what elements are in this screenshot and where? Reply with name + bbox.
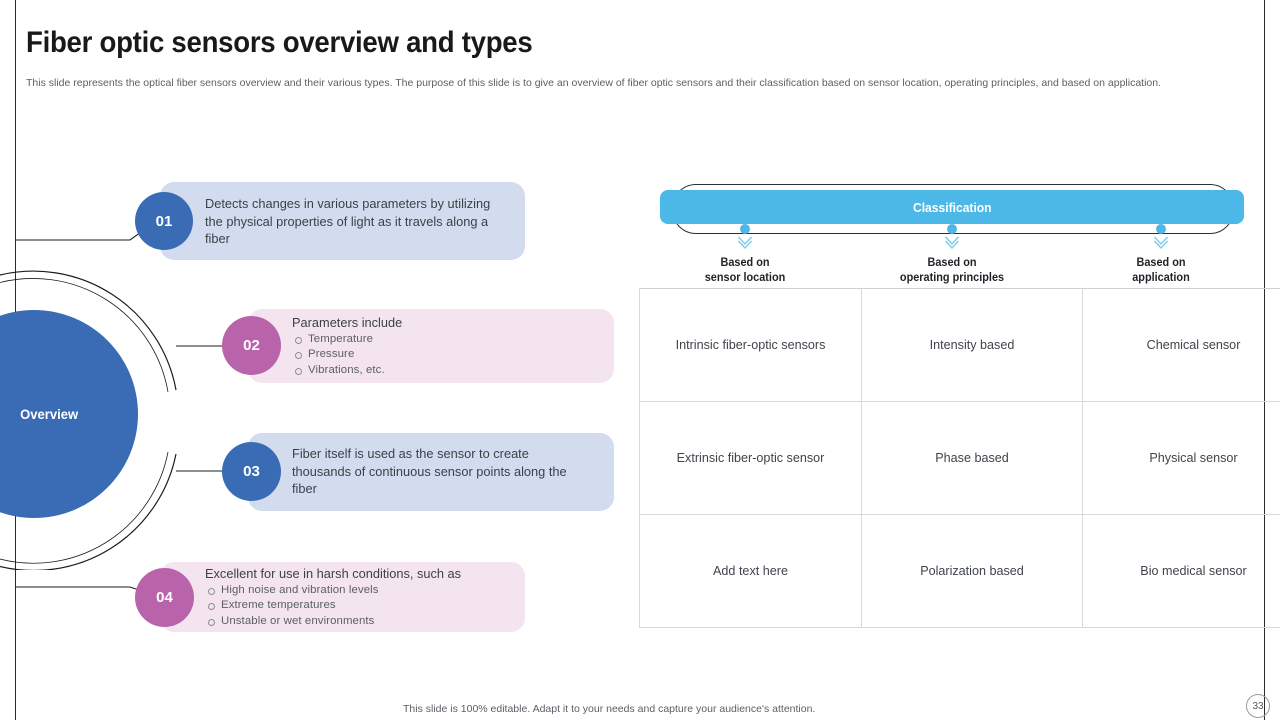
column-header-line2: operating principles — [899, 270, 1005, 284]
footer-note: This slide is 100% editable. Adapt it to… — [403, 703, 816, 715]
page-number-badge: 33 — [1246, 694, 1270, 718]
step-lead-02: Parameters include — [292, 315, 403, 330]
step-lead-04: Excellent for use in harsh conditions, s… — [205, 566, 462, 581]
page-subtitle: This slide represents the optical fiber … — [26, 77, 1162, 89]
step-text-01: Detects changes in various parameters by… — [205, 195, 497, 248]
table-cell[interactable]: Extrinsic fiber-optic sensor — [639, 401, 862, 515]
table-cell[interactable]: Bio medical sensor — [1082, 514, 1280, 628]
step-bullets-02: Temperature Pressure Vibrations, etc. — [292, 332, 592, 379]
list-item: Unstable or wet environments — [205, 614, 515, 630]
chevron-down-icon — [737, 224, 753, 250]
table-cell[interactable]: Physical sensor — [1082, 401, 1280, 515]
step-number-03[interactable]: 03 — [222, 442, 281, 501]
step-text-04: Excellent for use in harsh conditions, s… — [205, 565, 515, 630]
classification-table: Intrinsic fiber-optic sensors Intensity … — [639, 288, 1280, 628]
column-header-sensor-location: Based on sensor location — [651, 256, 839, 285]
column-header-line1: Based on — [1136, 256, 1186, 269]
overview-hub-label: Overview — [20, 406, 78, 422]
column-header-application: Based on application — [1067, 256, 1255, 285]
step-text-03: Fiber itself is used as the sensor to cr… — [292, 445, 584, 498]
table-cell[interactable]: Add text here — [639, 514, 862, 628]
list-item: Temperature — [292, 332, 592, 348]
classification-banner-label: Classification — [912, 199, 992, 215]
classification-banner[interactable]: Classification — [660, 190, 1244, 224]
table-row: Add text here Polarization based Bio med… — [639, 514, 1280, 628]
table-cell[interactable]: Intrinsic fiber-optic sensors — [639, 288, 862, 402]
step-card-04[interactable] — [160, 562, 525, 632]
table-cell[interactable]: Chemical sensor — [1082, 288, 1280, 402]
step-number-01[interactable]: 01 — [135, 192, 193, 250]
column-header-line1: Based on — [927, 256, 977, 269]
page-title: Fiber optic sensors overview and types — [26, 26, 533, 59]
column-header-line2: application — [1132, 270, 1190, 284]
step-bullets-04: High noise and vibration levels Extreme … — [205, 583, 515, 630]
table-row: Intrinsic fiber-optic sensors Intensity … — [639, 288, 1280, 402]
step-card-02[interactable] — [248, 309, 614, 383]
column-header-line2: sensor location — [704, 270, 786, 284]
step-text-02: Parameters include Temperature Pressure … — [292, 314, 592, 379]
step-number-04[interactable]: 04 — [135, 568, 194, 627]
table-cell[interactable]: Polarization based — [861, 514, 1083, 628]
table-row: Extrinsic fiber-optic sensor Phase based… — [639, 401, 1280, 515]
chevron-down-icon — [1153, 224, 1169, 250]
step-number-02[interactable]: 02 — [222, 316, 281, 375]
list-item: Pressure — [292, 347, 592, 363]
list-item: Vibrations, etc. — [292, 363, 592, 379]
step-lead-01: Detects changes in various parameters by… — [205, 196, 491, 246]
overview-outer-ring — [0, 270, 177, 570]
list-item: Extreme temperatures — [205, 598, 515, 614]
column-header-line1: Based on — [720, 256, 770, 269]
step-lead-03: Fiber itself is used as the sensor to cr… — [292, 446, 567, 496]
chevron-down-icon — [944, 224, 960, 250]
list-item: High noise and vibration levels — [205, 583, 515, 599]
column-header-operating-principles: Based on operating principles — [858, 256, 1046, 285]
table-cell[interactable]: Intensity based — [861, 288, 1083, 402]
table-cell[interactable]: Phase based — [861, 401, 1083, 515]
step-card-03[interactable] — [248, 433, 614, 511]
step-card-01[interactable] — [160, 182, 525, 260]
